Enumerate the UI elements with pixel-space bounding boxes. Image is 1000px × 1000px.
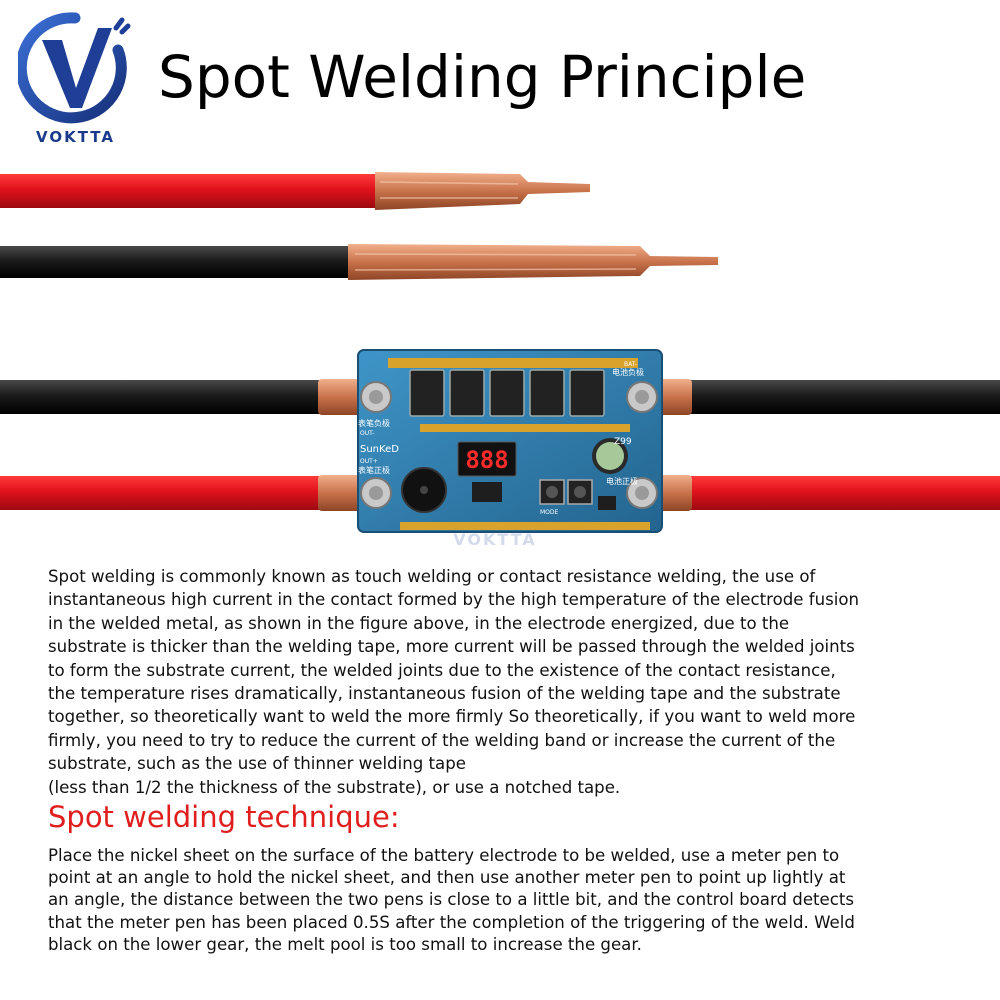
paragraph-line: together, so theoretically want to weld … bbox=[48, 707, 856, 727]
paragraph-line: instantaneous high current in the contac… bbox=[48, 590, 860, 610]
paragraph-line: to form the substrate current, the welde… bbox=[48, 660, 836, 680]
paragraph-line: substrate, such as the use of thinner we… bbox=[48, 754, 466, 774]
paragraph-line: substrate is thicker than the welding ta… bbox=[48, 637, 855, 657]
board-label-out-pos: 表笔正极 bbox=[358, 465, 390, 475]
technique-line: black on the lower gear, the melt pool i… bbox=[48, 934, 642, 954]
board-label-bat-pos: 电池正极 bbox=[606, 476, 638, 486]
principle-paragraph: Spot welding is commonly known as touch … bbox=[48, 565, 978, 799]
board-label-out-neg-en: OUT- bbox=[360, 430, 374, 437]
brand-logo: VOKTTA bbox=[15, 10, 133, 146]
red-welding-pen bbox=[0, 172, 590, 210]
paragraph-line: in the welded metal, as shown in the fig… bbox=[48, 613, 790, 633]
technique-line: an angle, the distance between the two p… bbox=[48, 890, 855, 910]
board-model: Z99 bbox=[614, 437, 632, 447]
board-brand: SunKeD bbox=[360, 444, 399, 455]
technique-line: that the meter pen has been placed 0.5S … bbox=[48, 912, 855, 932]
technique-line: Place the nickel sheet on the surface of… bbox=[48, 846, 840, 865]
terminal-bolts bbox=[360, 381, 658, 509]
paragraph-line: (less than 1/2 the thickness of the subs… bbox=[48, 777, 621, 797]
board-label-out-pos-en: OUT+ bbox=[360, 458, 378, 465]
technique-heading: Spot welding technique: bbox=[48, 800, 400, 834]
page-title: Spot Welding Principle bbox=[158, 43, 807, 111]
board-label-bat-neg: 电池负极 bbox=[612, 367, 644, 377]
spot-welder-illustration: 888 表笔负极 OUT- SunKeD OUT+ 表笔正极 BAT- 电池负极… bbox=[0, 172, 1000, 549]
paragraph-line: Spot welding is commonly known as touch … bbox=[48, 567, 816, 586]
technique-paragraph: Place the nickel sheet on the surface of… bbox=[48, 845, 978, 956]
watermark: VOKTTA bbox=[453, 530, 536, 549]
paragraph-line: firmly, you need to try to reduce the cu… bbox=[48, 730, 836, 750]
board-label-bat-neg-en: BAT- bbox=[624, 361, 637, 368]
technique-line: point at an angle to hold the nickel she… bbox=[48, 868, 846, 888]
voktta-logo-icon bbox=[15, 12, 131, 124]
black-welding-pen bbox=[0, 244, 718, 280]
paragraph-line: the temperature rises dramatically, inst… bbox=[48, 684, 841, 704]
control-board: 888 表笔负极 OUT- SunKeD OUT+ 表笔正极 BAT- 电池负极… bbox=[357, 349, 663, 533]
brand-name: VOKTTA bbox=[36, 128, 115, 146]
board-mode-label: MODE bbox=[540, 509, 559, 516]
board-label-out-neg: 表笔负极 bbox=[358, 418, 390, 428]
board-display: 888 bbox=[465, 446, 508, 474]
